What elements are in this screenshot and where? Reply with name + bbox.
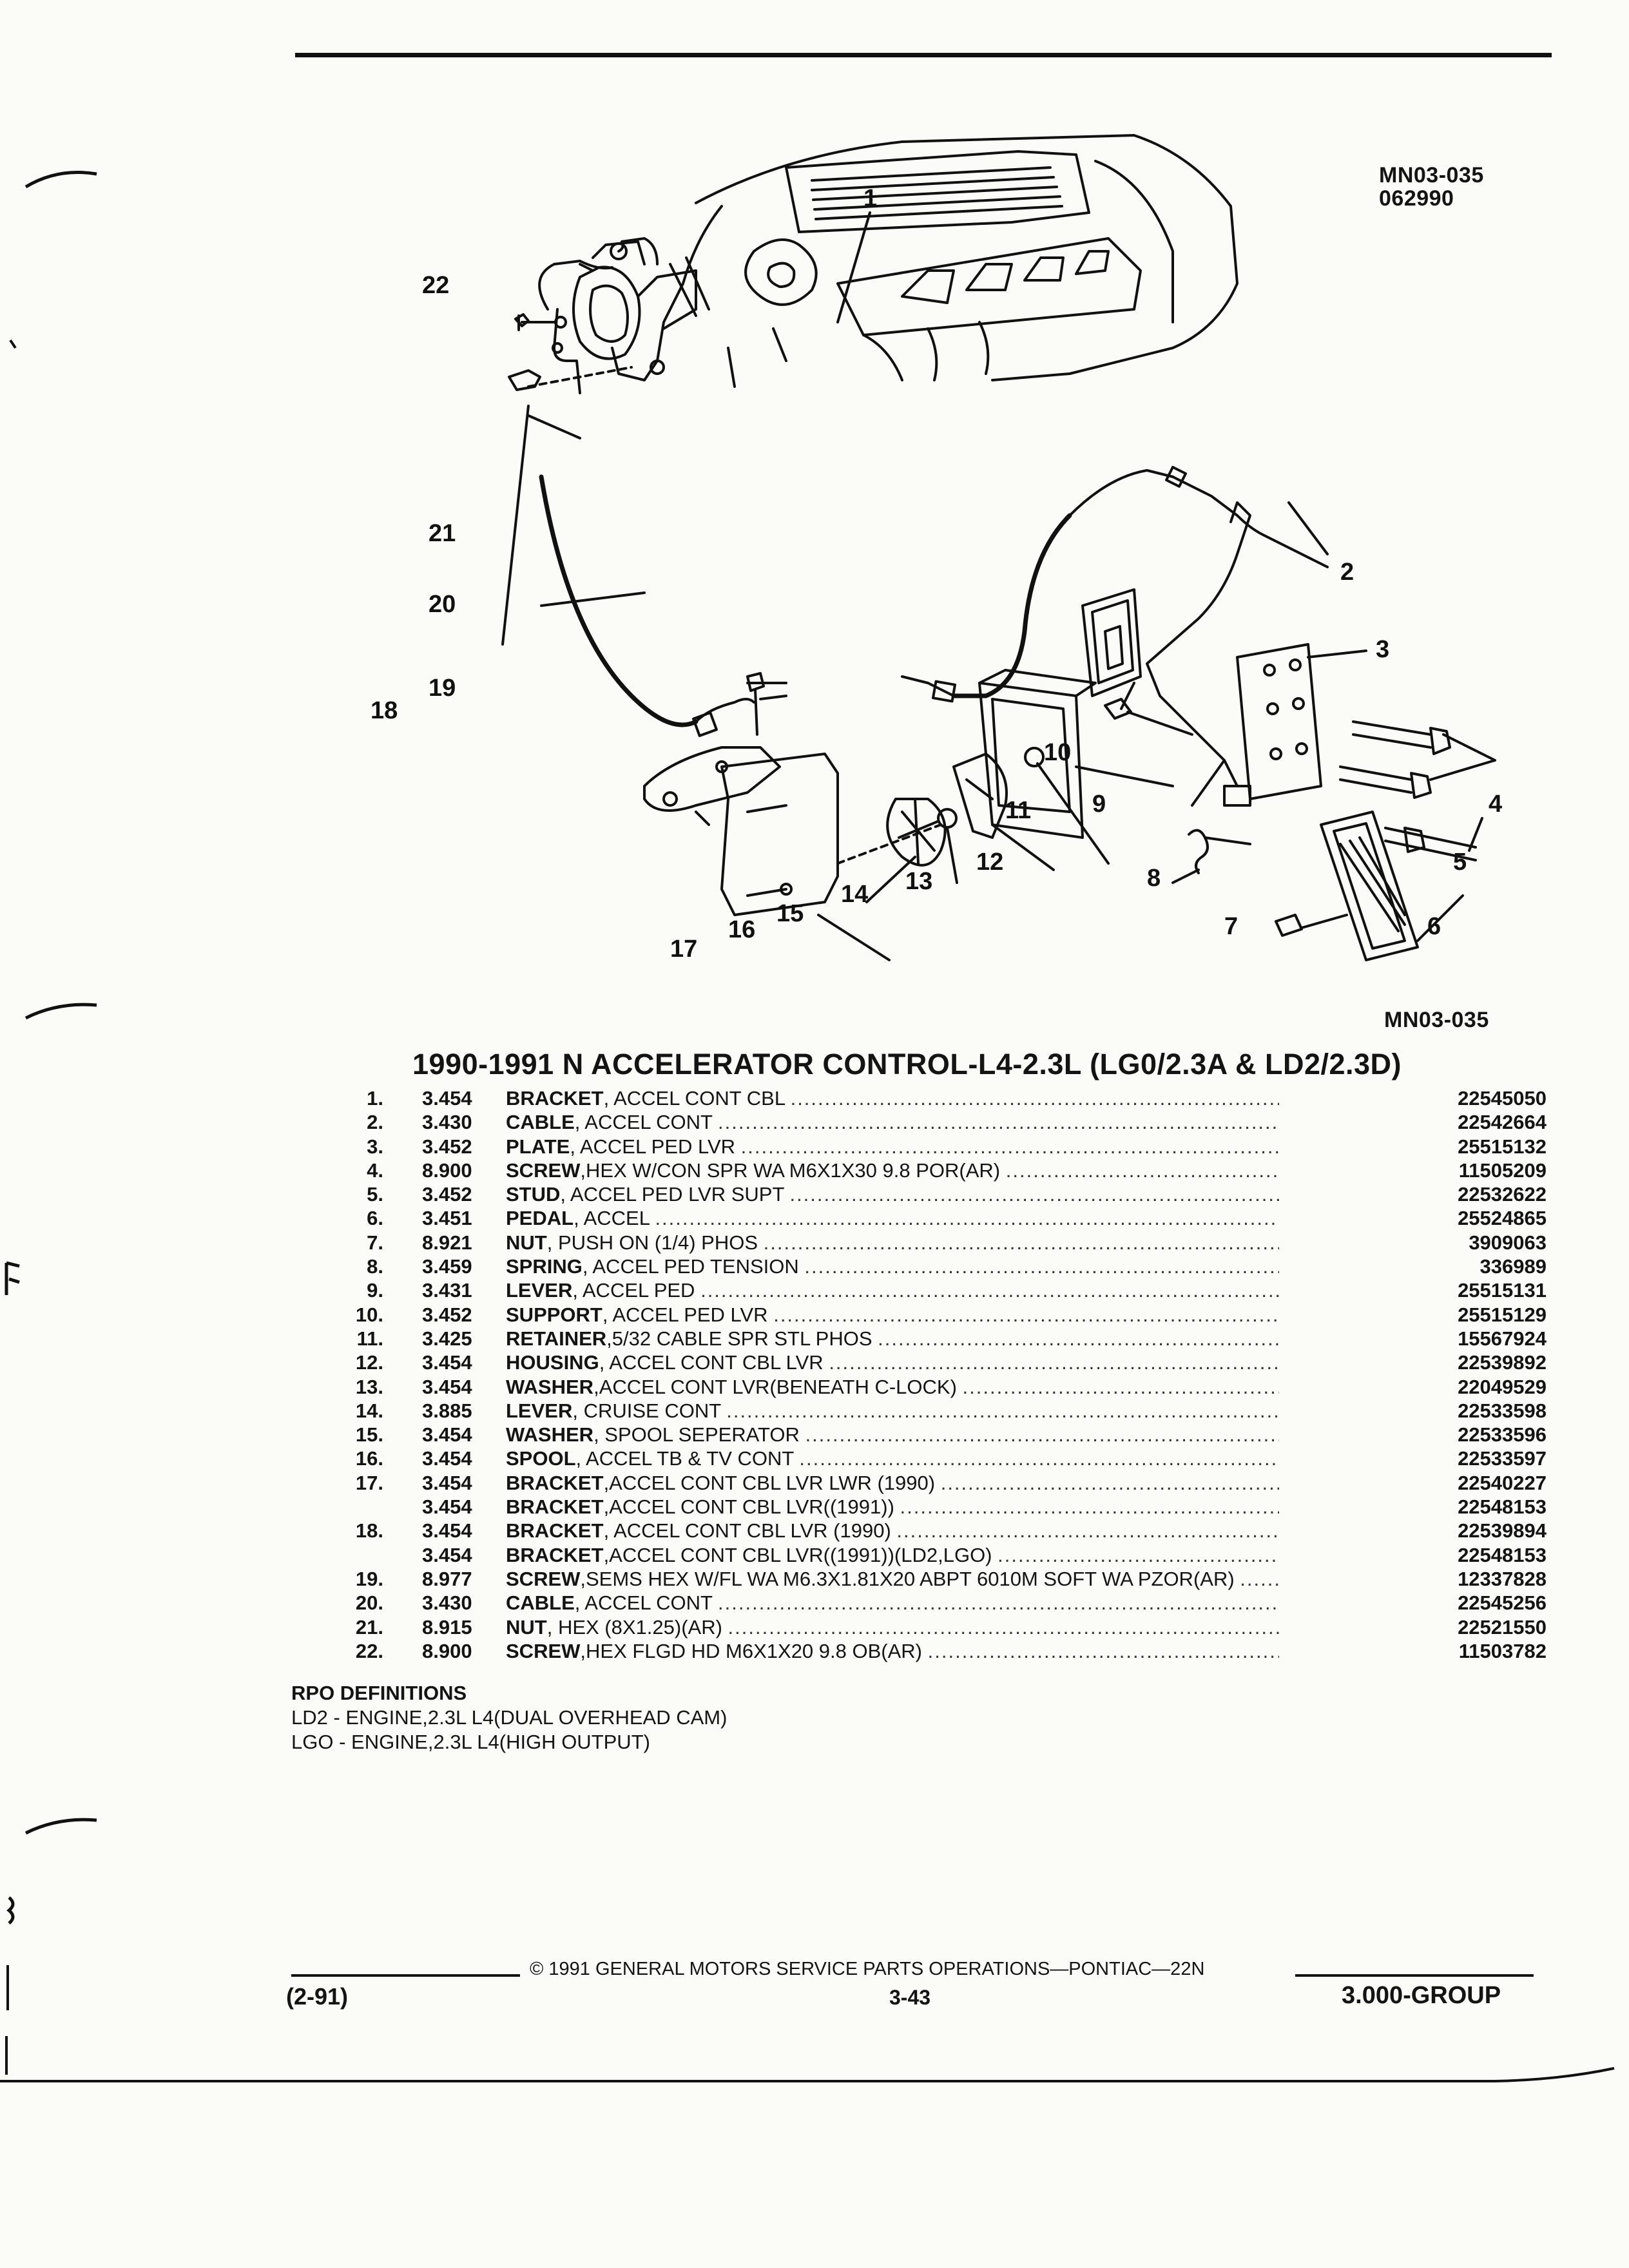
callout-20: 20 bbox=[429, 591, 456, 618]
stud-5 bbox=[1384, 827, 1477, 861]
figure-date: 062990 bbox=[1379, 186, 1454, 211]
callout-11: 11 bbox=[1005, 797, 1031, 824]
spring-8 bbox=[1188, 829, 1209, 874]
housing-12 bbox=[978, 682, 1084, 839]
washer-13 bbox=[1024, 747, 1045, 767]
page-title: 1990-1991 N ACCELERATOR CONTROL-L4-2.3L … bbox=[412, 1048, 1402, 1081]
top-rule bbox=[295, 53, 1552, 57]
throttle-body-illustration bbox=[572, 240, 710, 381]
callout-2: 2 bbox=[1340, 559, 1354, 586]
support-10 bbox=[1081, 588, 1142, 697]
pedal-6 bbox=[1320, 811, 1419, 961]
callout-1: 1 bbox=[863, 185, 877, 212]
callout-12: 12 bbox=[976, 849, 1003, 876]
engine-illustration bbox=[656, 134, 1239, 388]
figure-ref: MN03-035 bbox=[1384, 1008, 1489, 1032]
footer-group: 3.000-GROUP bbox=[1342, 1982, 1501, 2009]
exploded-parts-diagram: 1 2 3 4 5 6 7 8 9 10 11 12 13 14 15 16 1… bbox=[371, 134, 1502, 963]
footer-page-number: 3-43 bbox=[889, 1986, 931, 2009]
screw-19 bbox=[746, 672, 765, 692]
nut-7 bbox=[1275, 914, 1303, 937]
callout-13: 13 bbox=[905, 868, 932, 895]
rpo-line-lgo: LGO - ENGINE,2.3L L4(HIGH OUTPUT) bbox=[291, 1731, 650, 1753]
footer-date: (2-91) bbox=[286, 1983, 349, 2010]
callout-15: 15 bbox=[776, 900, 804, 927]
callout-6: 6 bbox=[1427, 913, 1441, 940]
lever-14 bbox=[952, 753, 1008, 839]
cable-2 bbox=[951, 513, 1072, 698]
bracket-17 bbox=[720, 753, 839, 916]
callout-16: 16 bbox=[728, 916, 755, 943]
lever-9 bbox=[1146, 501, 1251, 787]
callout-22: 22 bbox=[422, 272, 449, 299]
callout-7: 7 bbox=[1224, 913, 1238, 940]
callout-4: 4 bbox=[1489, 791, 1502, 818]
retainer-11 bbox=[1104, 698, 1132, 720]
callout-9: 9 bbox=[1092, 791, 1106, 818]
screw-4a bbox=[1352, 720, 1432, 736]
callout-14: 14 bbox=[841, 881, 868, 908]
callout-17: 17 bbox=[670, 936, 697, 963]
plate-3 bbox=[1236, 643, 1322, 800]
footer-rule-right bbox=[1295, 1974, 1534, 1977]
callout-10: 10 bbox=[1044, 739, 1071, 766]
callout-8: 8 bbox=[1147, 865, 1161, 892]
bracket-18 bbox=[643, 746, 781, 812]
margin-marks bbox=[5, 171, 97, 2075]
rpo-line-ld2: LD2 - ENGINE,2.3L L4(DUAL OVERHEAD CAM) bbox=[291, 1706, 728, 1729]
nut-21 bbox=[508, 369, 541, 391]
footer-rule-left bbox=[291, 1974, 520, 1977]
bottom-scan-line bbox=[0, 2067, 1615, 2082]
rpo-heading: RPO DEFINITIONS bbox=[291, 1682, 467, 1704]
callout-18: 18 bbox=[371, 697, 398, 724]
callout-19: 19 bbox=[429, 675, 456, 702]
footer-copyright: © 1991 GENERAL MOTORS SERVICE PARTS OPER… bbox=[530, 1959, 1205, 1979]
spool-16 bbox=[886, 798, 947, 867]
callout-21: 21 bbox=[429, 520, 456, 547]
callout-5: 5 bbox=[1453, 849, 1467, 876]
callout-3: 3 bbox=[1376, 636, 1389, 663]
figure-code: MN03-035 bbox=[1379, 163, 1484, 187]
cable-20 bbox=[539, 474, 699, 727]
